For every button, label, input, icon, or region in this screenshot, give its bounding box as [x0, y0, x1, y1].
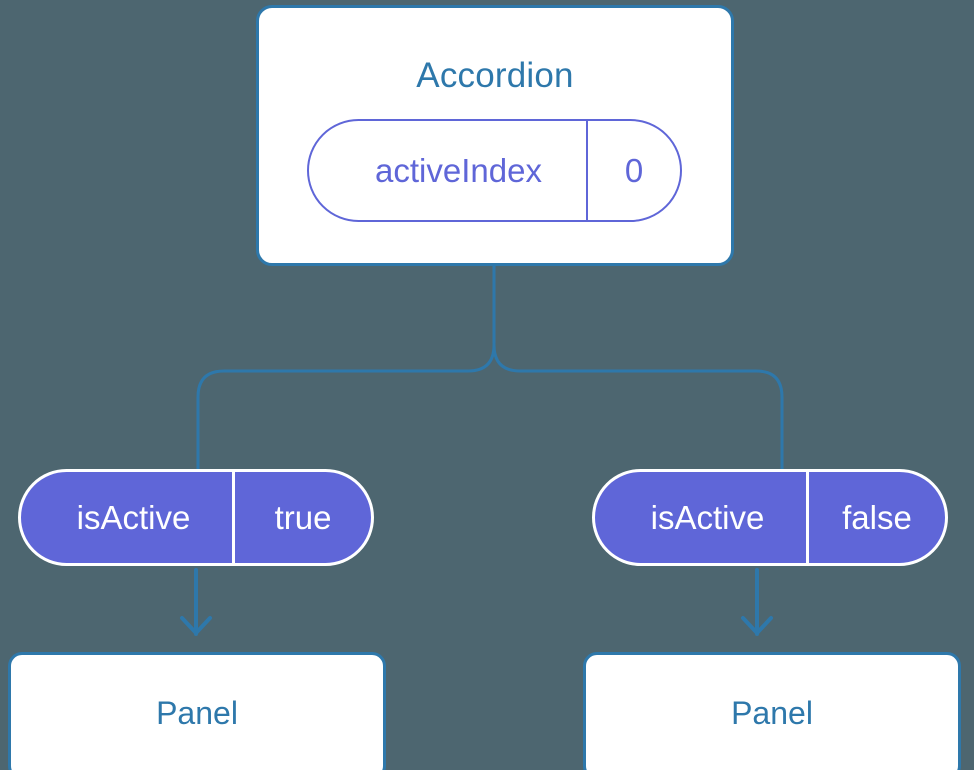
left-panel-node[interactable]: Panel [8, 652, 386, 770]
left-prop-pill[interactable]: isActive true [18, 469, 374, 566]
accordion-prop-key: activeIndex [375, 151, 542, 189]
connector-branch-right [492, 343, 784, 472]
left-panel-title: Panel [156, 695, 238, 731]
connector-branch-left [196, 343, 496, 472]
right-prop-key: isActive [650, 498, 765, 536]
right-panel-title: Panel [731, 695, 813, 731]
arrow-left-head [180, 616, 212, 635]
arrow-right-head [741, 616, 773, 635]
right-panel-node[interactable]: Panel [583, 652, 961, 770]
accordion-title: Accordion [416, 56, 574, 95]
right-prop-value: false [806, 472, 945, 563]
right-prop-pill[interactable]: isActive false [592, 469, 948, 566]
left-prop-value: true [232, 472, 371, 563]
left-prop-key: isActive [76, 498, 191, 536]
accordion-prop-value: 0 [586, 121, 680, 220]
accordion-prop-pill[interactable]: activeIndex 0 [307, 119, 682, 222]
